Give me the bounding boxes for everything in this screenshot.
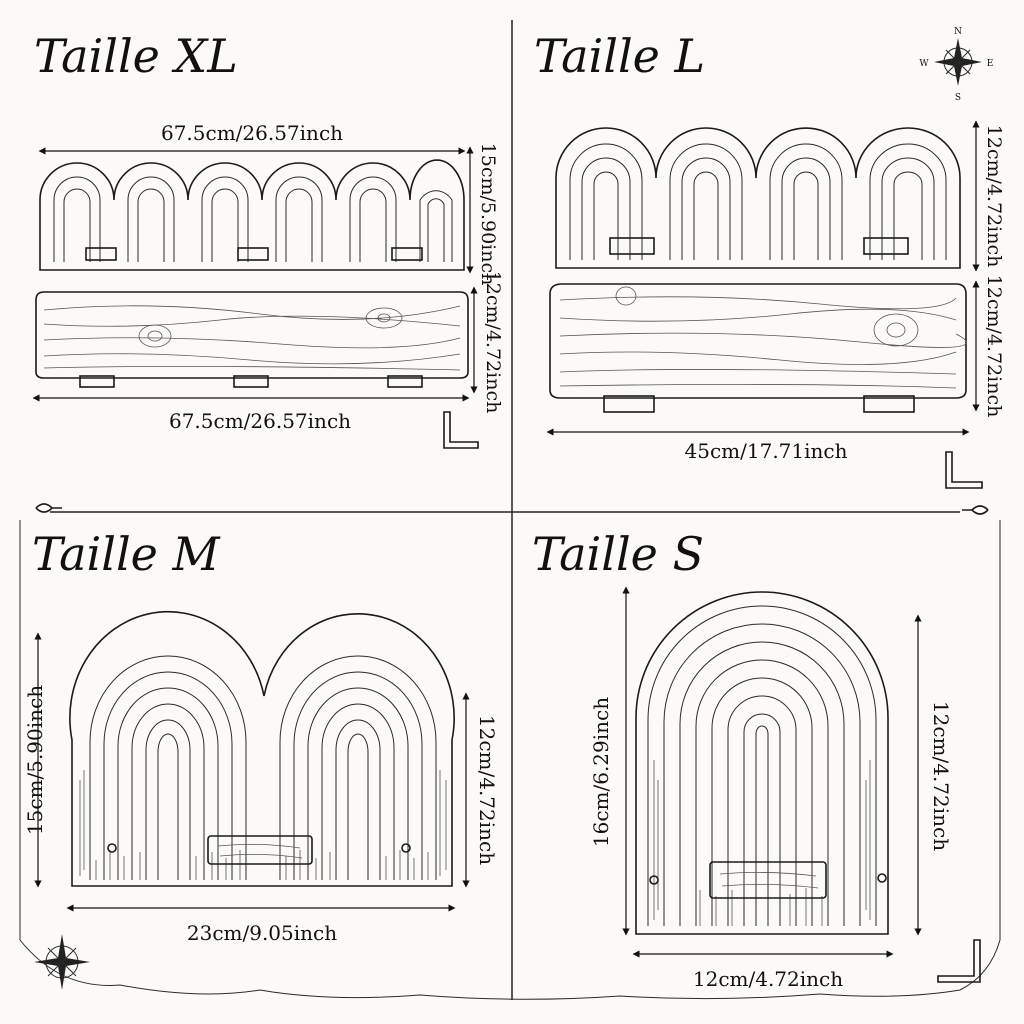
title-l: Taille L [534,29,705,83]
xl-height-bottom-label: 12cm/4.72inch [482,271,504,414]
title-xl: Taille XL [34,29,238,83]
compass-n: N [954,27,962,37]
s-height-right-label: 12cm/4.72inch [929,701,953,851]
xl-width-top-label: 67.5cm/26.57inch [161,121,343,145]
xl-wood-shelf [35,291,469,388]
xl-width-bottom-label: 67.5cm/26.57inch [169,409,351,433]
compass-e: E [987,59,994,69]
l-wood-shelf [549,283,967,413]
m-height-right-label: 12cm/4.72inch [475,715,499,865]
s-arch-board [635,591,889,935]
s-width-label: 12cm/4.72inch [693,967,843,991]
m-arch-board [69,610,455,887]
compass-w: W [919,59,929,69]
parchment-edge [19,939,1001,1000]
s-height-left-label: 16cm/6.29inch [589,697,613,847]
carpenter-square-icon [937,939,981,983]
l-height-bottom-label: 12cm/4.72inch [983,275,1005,418]
carpenter-square-icon [443,411,479,449]
carpenter-square-icon [945,451,983,489]
xl-arch-board [39,159,465,271]
l-height-top-label: 12cm/4.72inch [983,125,1005,268]
title-s: Taille S [532,527,704,581]
compass-rose-icon [34,934,90,990]
xl-height-top-label: 15cm/5.90inch [477,143,499,286]
scroll-ornament-icon [35,503,989,515]
compass-rose-icon: N E S W [919,27,993,103]
title-m: Taille M [32,527,222,581]
m-width-label: 23cm/9.05inch [187,921,337,945]
compass-s: S [955,93,961,103]
l-width-bottom-label: 45cm/17.71inch [685,439,848,463]
m-height-left-label: 15cm/5.90inch [23,685,47,835]
l-arch-board [555,127,961,269]
